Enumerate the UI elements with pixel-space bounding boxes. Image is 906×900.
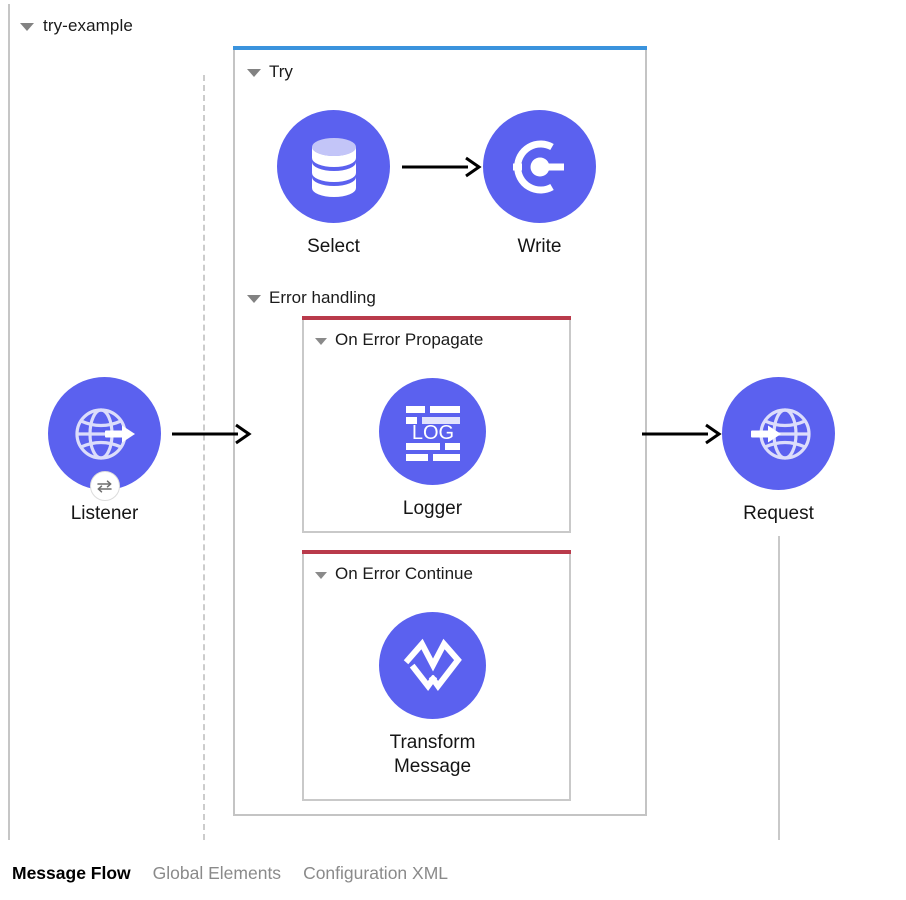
error-handling-header[interactable]: Error handling: [247, 288, 376, 308]
transform-icon-disc[interactable]: [379, 612, 486, 719]
listener-icon-disc[interactable]: [48, 377, 161, 501]
node-logger-label: Logger: [402, 498, 463, 519]
on-error-continue-header[interactable]: On Error Continue: [315, 564, 473, 584]
chevron-down-icon[interactable]: [315, 337, 327, 345]
node-select[interactable]: Select: [277, 110, 390, 259]
tab-message-flow[interactable]: Message Flow: [12, 863, 131, 883]
chevron-down-icon[interactable]: [247, 69, 261, 77]
editor-tab-bar: Message Flow Global Elements Configurati…: [0, 845, 906, 900]
on-error-propagate-header[interactable]: On Error Propagate: [315, 330, 483, 350]
globe-in-icon: [750, 407, 811, 460]
globe-out-icon: [74, 407, 135, 460]
tab-configuration-xml[interactable]: Configuration XML: [303, 863, 449, 883]
try-header[interactable]: Try: [247, 62, 293, 82]
exchange-icon: [97, 479, 112, 493]
node-request[interactable]: Request: [722, 377, 835, 526]
node-transform-message-label: Transform Message: [389, 732, 476, 778]
tab-global-elements[interactable]: Global Elements: [152, 863, 282, 883]
node-request-label: Request: [743, 503, 814, 524]
chevron-down-icon[interactable]: [20, 23, 34, 31]
try-title: Try: [269, 62, 293, 81]
on-error-continue-accent-bar: [302, 550, 571, 555]
node-listener-label: Listener: [70, 503, 139, 524]
error-handling-title: Error handling: [269, 288, 376, 307]
write-connector-icon: [512, 140, 564, 193]
on-error-continue-title: On Error Continue: [335, 564, 473, 583]
node-transform-message[interactable]: Transform Message: [379, 612, 486, 780]
log-icon: LOG: [405, 405, 460, 461]
arrow-select-to-write: [402, 156, 482, 178]
chevron-down-icon[interactable]: [315, 571, 327, 579]
target-lifeline: [778, 536, 780, 840]
logger-icon-disc[interactable]: LOG: [379, 378, 486, 485]
node-listener[interactable]: Listener: [48, 377, 161, 526]
flow-header[interactable]: try-example: [20, 16, 133, 36]
chevron-down-icon[interactable]: [247, 295, 261, 303]
log-icon-text: LOG: [411, 422, 453, 444]
node-select-label: Select: [307, 236, 360, 257]
arrow-try-to-request: [642, 423, 722, 445]
database-icon: [311, 137, 356, 197]
node-write-label: Write: [517, 236, 562, 257]
transform-message-icon: [403, 638, 462, 691]
source-lifeline: [203, 75, 205, 840]
node-logger[interactable]: LOG Logger: [379, 378, 486, 521]
write-icon-disc[interactable]: [483, 110, 596, 223]
node-write[interactable]: Write: [483, 110, 596, 259]
select-icon-disc[interactable]: [277, 110, 390, 223]
flow-title: try-example: [43, 16, 133, 35]
listener-source-badge: [89, 471, 120, 501]
request-icon-disc[interactable]: [722, 377, 835, 490]
try-accent-bar: [233, 46, 647, 51]
on-error-propagate-title: On Error Propagate: [335, 330, 484, 349]
on-error-propagate-accent-bar: [302, 316, 571, 321]
arrow-listener-to-try: [172, 423, 252, 445]
